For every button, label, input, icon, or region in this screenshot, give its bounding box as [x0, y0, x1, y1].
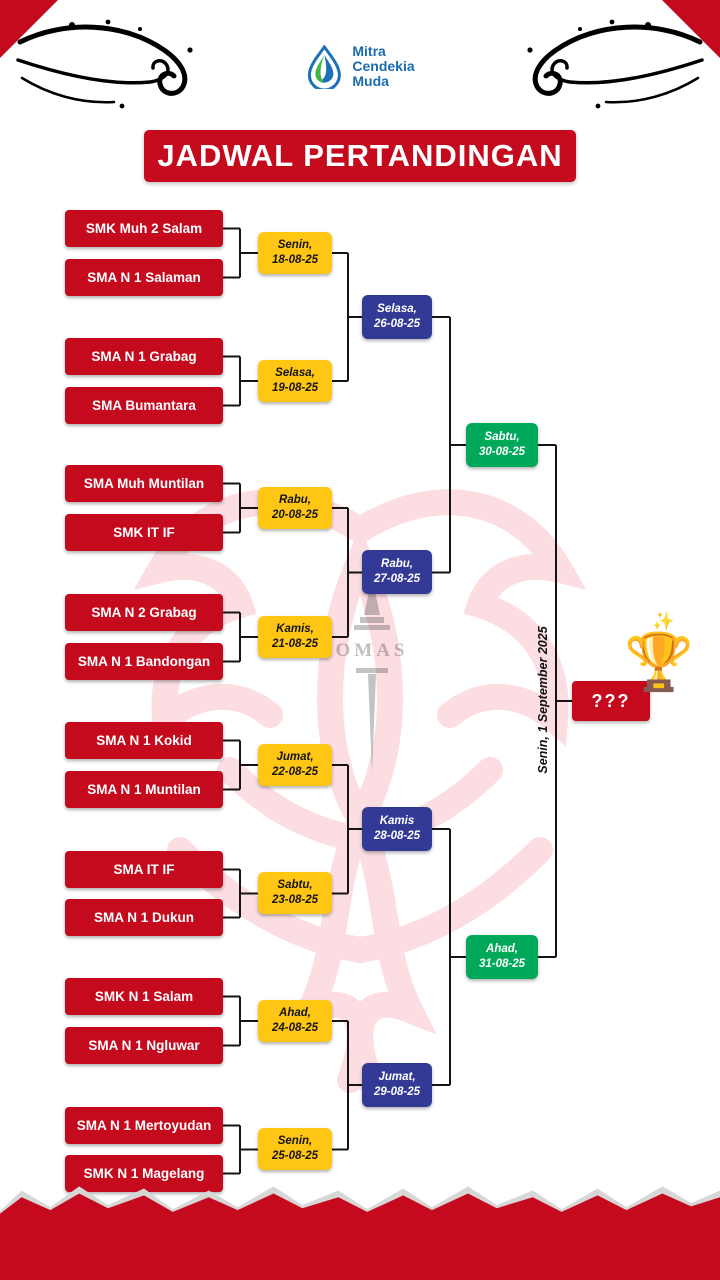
- final-date-label: Senin, 1 September 2025: [536, 626, 550, 774]
- match-date: 21-08-25: [271, 638, 319, 650]
- qf-match-date: Kamis 28-08-25: [362, 807, 432, 851]
- trophy-icon: 🏆: [624, 630, 694, 693]
- team-box: SMA N 1 Bandongan: [65, 643, 223, 680]
- crest-watermark: OMAS: [312, 575, 432, 787]
- team-box: SMA N 1 Ngluwar: [65, 1027, 223, 1064]
- flourish-ornament-right: [527, 19, 704, 109]
- team-box: SMA IT IF: [65, 851, 223, 888]
- match-date: 29-08-25: [373, 1086, 421, 1098]
- r16-match-date: Senin, 25-08-25: [258, 1128, 332, 1170]
- match-date: 27-08-25: [373, 573, 421, 585]
- r16-match-date: Ahad, 24-08-25: [258, 1000, 332, 1042]
- team-box: SMK IT IF: [65, 514, 223, 551]
- team-box: SMA N 1 Salaman: [65, 259, 223, 296]
- match-day: Senin,: [277, 1135, 313, 1148]
- flourish-ornament-left: [16, 19, 193, 109]
- team-box: SMA N 1 Kokid: [65, 722, 223, 759]
- tower-watermark-icon: [354, 577, 390, 630]
- match-day: Rabu,: [279, 494, 311, 507]
- droplet-logo-icon: [307, 44, 341, 89]
- logo-line-1: Mitra: [352, 43, 386, 59]
- match-date: 24-08-25: [271, 1022, 319, 1034]
- match-day: Jumat,: [276, 751, 314, 764]
- r16-match-date: Senin, 18-08-25: [258, 232, 332, 274]
- champion-box: ???: [572, 681, 650, 721]
- match-day: Ahad,: [279, 1007, 311, 1020]
- team-box: SMK N 1 Magelang: [65, 1155, 223, 1192]
- crest-watermark-text: OMAS: [335, 640, 409, 661]
- sf-match-date: Ahad, 31-08-25: [466, 935, 538, 979]
- r16-match-date: Sabtu, 23-08-25: [258, 872, 332, 914]
- match-day: Kamis,: [276, 623, 314, 636]
- sparkle-icon: ✨: [652, 611, 675, 631]
- match-date: 28-08-25: [373, 830, 421, 842]
- corner-triangle-right: [662, 0, 720, 58]
- match-day: Senin,: [277, 239, 313, 252]
- match-day: Selasa,: [377, 303, 417, 316]
- qf-match-date: Jumat, 29-08-25: [362, 1063, 432, 1107]
- team-box: SMA N 1 Muntilan: [65, 771, 223, 808]
- team-box: SMK Muh 2 Salam: [65, 210, 223, 247]
- match-date: 22-08-25: [271, 766, 319, 778]
- team-box: SMA Bumantara: [65, 387, 223, 424]
- logo-line-3: Muda: [352, 73, 389, 90]
- qf-match-date: Selasa, 26-08-25: [362, 295, 432, 339]
- logo: Mitra Cendekia Muda: [305, 43, 415, 90]
- r16-match-date: Jumat, 22-08-25: [258, 744, 332, 786]
- logo-text: Mitra Cendekia Muda: [352, 43, 415, 90]
- r16-match-date: Selasa, 19-08-25: [258, 360, 332, 402]
- match-date: 26-08-25: [373, 318, 421, 330]
- match-day: Selasa,: [275, 367, 315, 380]
- team-box: SMA Muh Muntilan: [65, 465, 223, 502]
- team-box: SMK N 1 Salam: [65, 978, 223, 1015]
- match-date: 30-08-25: [478, 446, 526, 458]
- team-box: SMA N 1 Mertoyudan: [65, 1107, 223, 1144]
- match-date: 19-08-25: [271, 382, 319, 394]
- match-date: 25-08-25: [271, 1150, 319, 1162]
- match-date: 18-08-25: [271, 254, 319, 266]
- match-day: Kamis: [379, 815, 415, 828]
- sword-watermark-icon: [356, 668, 388, 772]
- corner-triangle-left: [0, 0, 58, 58]
- r16-match-date: Rabu, 20-08-25: [258, 487, 332, 529]
- match-day: Jumat,: [378, 1071, 416, 1084]
- team-box: SMA N 2 Grabag: [65, 594, 223, 631]
- r16-match-date: Kamis, 21-08-25: [258, 616, 332, 658]
- page-title: JADWAL PERTANDINGAN: [144, 130, 576, 182]
- team-box: SMA N 1 Grabag: [65, 338, 223, 375]
- match-date: 23-08-25: [271, 894, 319, 906]
- match-date: 31-08-25: [478, 958, 526, 970]
- sf-match-date: Sabtu, 30-08-25: [466, 423, 538, 467]
- match-day: Rabu,: [381, 558, 413, 571]
- match-day: Sabtu,: [484, 431, 520, 444]
- qf-match-date: Rabu, 27-08-25: [362, 550, 432, 594]
- logo-line-2: Cendekia: [352, 58, 415, 75]
- team-box: SMA N 1 Dukun: [65, 899, 223, 936]
- match-date: 20-08-25: [271, 509, 319, 521]
- match-day: Ahad,: [486, 943, 518, 956]
- match-day: Sabtu,: [277, 879, 313, 892]
